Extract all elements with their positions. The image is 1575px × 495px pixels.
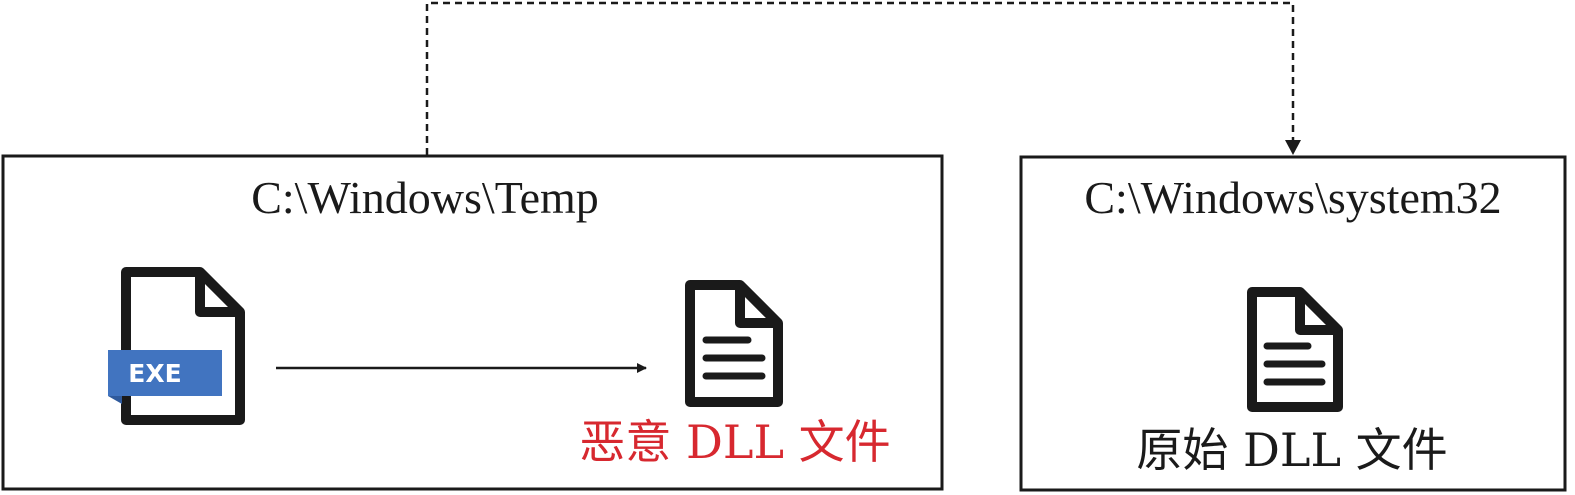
temp-folder-path: C:\Windows\Temp (251, 172, 599, 223)
dashed-connector-arrowhead (1285, 140, 1301, 155)
original-dll-label: 原始 DLL 文件 (1136, 423, 1447, 477)
temp-folder-box: C:\Windows\Temp EXE 恶意 DLL 文件 (1, 154, 944, 491)
exe-badge (108, 350, 222, 396)
dashed-connector (425, 1, 1301, 155)
system32-folder-path: C:\Windows\system32 (1084, 172, 1501, 223)
exe-badge-label: EXE (128, 359, 181, 388)
system32-folder-box: C:\Windows\system32 原始 DLL 文件 (1019, 155, 1567, 492)
exe-badge-fold (108, 396, 122, 404)
dashed-connector-line (425, 1, 1295, 155)
exe-file-icon: EXE (108, 267, 245, 425)
malicious-dll-label: 恶意 DLL 文件 (579, 415, 890, 469)
malicious-dll-document-icon (685, 280, 783, 407)
original-dll-document-icon (1247, 287, 1343, 412)
